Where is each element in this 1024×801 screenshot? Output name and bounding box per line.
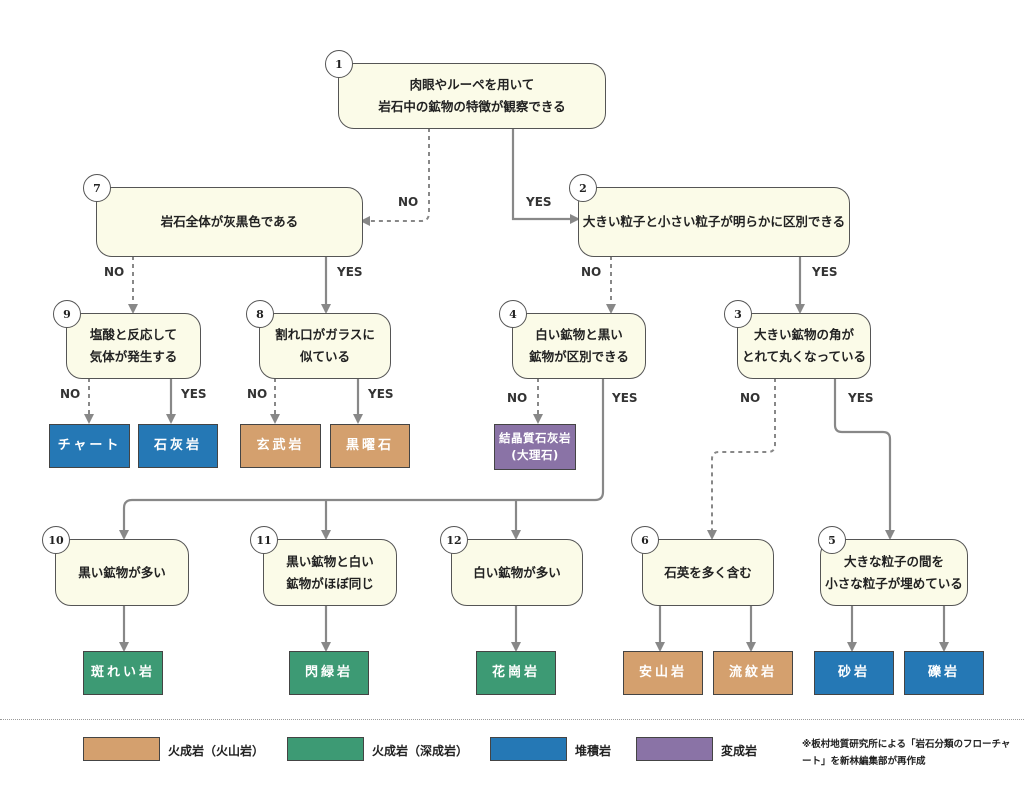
rock-marble: 結晶質石灰岩 (大理石)	[494, 424, 576, 470]
step-number-9: 9	[53, 300, 81, 328]
branch-label-yes: YES	[812, 265, 838, 279]
branch-label-no: NO	[398, 195, 419, 209]
rock-diorite: 閃緑岩	[289, 651, 369, 695]
rock-andesite: 安山岩	[623, 651, 703, 695]
branch-label-yes: YES	[848, 391, 874, 405]
step-number-5: 5	[818, 526, 846, 554]
step-number-10: 10	[42, 526, 70, 554]
legend-swatch-plutonic	[287, 737, 364, 761]
rock-sandstone: 砂岩	[814, 651, 894, 695]
branch-label-yes: YES	[612, 391, 638, 405]
branch-label-no: NO	[581, 265, 602, 279]
branch-label-no: NO	[247, 387, 268, 401]
branch-label-yes: YES	[181, 387, 207, 401]
branch-label-no: NO	[104, 265, 125, 279]
question-7-box: 岩石全体が灰黒色である	[96, 187, 363, 257]
rock-granite: 花崗岩	[476, 651, 556, 695]
source-credit: ※板村地質研究所による「岩石分類のフローチャート」を新林編集部が再作成	[802, 739, 1011, 768]
branch-label-no: NO	[507, 391, 528, 405]
question-11-box: 黒い鉱物と白い 鉱物がほぼ同じ	[263, 539, 397, 606]
rock-limestone: 石灰岩	[138, 424, 218, 468]
question-3-box: 大きい鉱物の角が とれて丸くなっている	[737, 313, 871, 379]
branch-label-yes: YES	[337, 265, 363, 279]
question-6-box: 石英を多く含む	[642, 539, 774, 606]
step-number-3: 3	[724, 300, 752, 328]
legend-label-plutonic: 火成岩（深成岩）	[372, 744, 469, 758]
edge-q4-split	[119, 378, 605, 540]
rock-obsidian: 黒曜石	[330, 424, 410, 468]
question-5-box: 大きな粒子の間を 小さな粒子が埋めている	[820, 539, 968, 606]
legend-swatch-volcanic	[83, 737, 160, 761]
legend-label-sedimentary: 堆積岩	[575, 744, 612, 758]
edge-q1-q7	[360, 128, 430, 226]
step-number-11: 11	[250, 526, 278, 554]
question-1-box: 肉眼やルーペを用いて 岩石中の鉱物の特徴が観察できる	[338, 63, 606, 129]
branch-label-yes: YES	[368, 387, 394, 401]
legend-separator	[0, 719, 1024, 720]
legend-label-volcanic: 火成岩（火山岩）	[168, 744, 265, 758]
edge-q1-q2	[511, 128, 580, 224]
legend-swatch-sedimentary	[490, 737, 567, 761]
rock-conglomerate: 礫岩	[904, 651, 984, 695]
question-12-box: 白い鉱物が多い	[451, 539, 583, 606]
step-number-12: 12	[440, 526, 468, 554]
branch-label-no: NO	[60, 387, 81, 401]
legend-label-metamorphic: 変成岩	[721, 744, 758, 758]
question-10-box: 黒い鉱物が多い	[55, 539, 189, 606]
legend-swatch-metamorphic	[636, 737, 713, 761]
question-8-box: 割れ口がガラスに 似ている	[259, 313, 391, 379]
rock-basalt: 玄武岩	[240, 424, 321, 468]
step-number-8: 8	[246, 300, 274, 328]
step-number-1: 1	[325, 50, 353, 78]
step-number-6: 6	[631, 526, 659, 554]
branch-label-no: NO	[740, 391, 761, 405]
edge-q3-q5	[833, 378, 895, 540]
question-9-box: 塩酸と反応して 気体が発生する	[66, 313, 201, 379]
step-number-2: 2	[569, 174, 597, 202]
step-number-4: 4	[499, 300, 527, 328]
rock-chert: チャート	[49, 424, 130, 468]
step-number-7: 7	[83, 174, 111, 202]
question-4-box: 白い鉱物と黒い 鉱物が区別できる	[512, 313, 646, 379]
rock-gabbro: 斑れい岩	[83, 651, 163, 695]
rock-rhyolite: 流紋岩	[713, 651, 793, 695]
branch-label-yes: YES	[526, 195, 552, 209]
question-2-box: 大きい粒子と小さい粒子が明らかに区別できる	[578, 187, 850, 257]
